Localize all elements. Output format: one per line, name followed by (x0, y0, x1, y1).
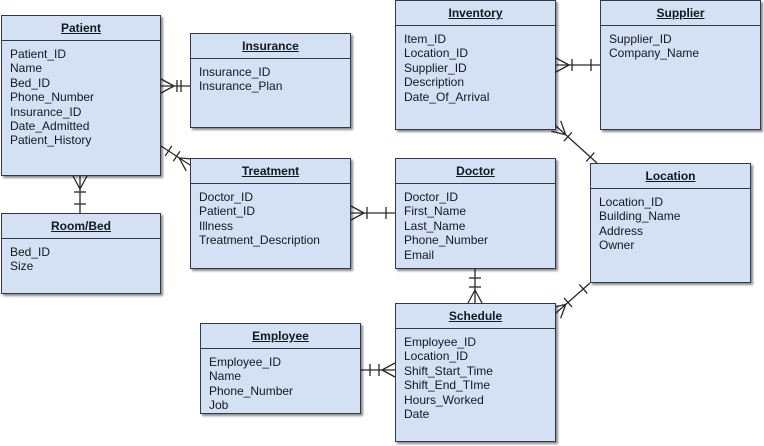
attribute-name: Name (209, 369, 242, 384)
attribute-owner: Owner (599, 238, 635, 253)
attribute-item-id: Item_ID (404, 32, 447, 46)
attribute-last-name: Last_Name (404, 218, 466, 233)
attribute-email: Email (404, 247, 435, 262)
crows-foot-marker (381, 362, 396, 371)
attribute-treatment-description: Treatment_Description (199, 233, 320, 248)
crows-foot-marker (563, 131, 573, 142)
entity-title: Location (591, 164, 750, 189)
attribute-description: Description (404, 75, 465, 90)
crows-foot-marker (350, 205, 365, 214)
attribute-bed-id: Bed_ID (10, 75, 51, 90)
attribute-doctor-id: Doctor_ID (199, 190, 254, 204)
crows-foot-marker (560, 120, 567, 135)
relationship-line-patient-treatment (160, 145, 191, 166)
attribute-date-admitted: Date_Admitted (10, 119, 90, 134)
attribute-date-of-arrival: Date_Of_Arrival (404, 89, 490, 104)
attribute-hours-worked: Hours_Worked (404, 392, 484, 407)
attribute-phone-number: Phone_Number (10, 90, 95, 105)
attribute-address: Address (599, 223, 644, 238)
crows-foot-marker (160, 85, 175, 94)
attribute-building-name: Building_Name (599, 209, 681, 224)
attribute-patient-history: Patient_History (10, 133, 92, 148)
attribute-employee-id: Employee_ID (404, 335, 477, 349)
crows-foot-marker (350, 212, 365, 221)
entity-title: Treatment (191, 159, 350, 184)
entity-title: Patient (2, 16, 160, 41)
entity-title: Doctor (396, 159, 555, 184)
attribute-phone-number: Phone_Number (209, 383, 294, 398)
crows-foot-marker (79, 175, 88, 190)
crows-foot-marker (551, 130, 566, 136)
one-marker (585, 152, 595, 162)
crows-foot-marker (467, 289, 476, 304)
crows-foot-marker (381, 369, 396, 378)
crows-foot-marker (560, 304, 567, 319)
attribute-first-name: First_Name (404, 204, 467, 219)
attribute-supplier-id: Supplier_ID (404, 60, 467, 75)
attribute-illness: Illness (199, 218, 234, 233)
attribute-phone-number: Phone_Number (404, 233, 489, 248)
attribute-insurance-id: Insurance_ID (199, 65, 271, 79)
entity-title: Inventory (396, 1, 555, 26)
relationship-line-schedule-location (555, 282, 591, 314)
crows-foot-marker (160, 78, 175, 87)
attribute-job: Job (209, 398, 229, 413)
attribute-location-id: Location_ID (404, 349, 469, 364)
crows-foot-marker (555, 64, 570, 73)
attribute-company-name: Company_Name (609, 46, 700, 61)
attribute-size: Size (10, 259, 34, 274)
attribute-location-id: Location_ID (404, 46, 469, 61)
one-marker (164, 145, 173, 157)
attribute-name: Name (10, 61, 43, 76)
relationship-line-inventory-location (555, 125, 598, 164)
entity-title: Supplier (601, 1, 760, 26)
attribute-insurance-id: Insurance_ID (10, 104, 82, 119)
crows-foot-marker (172, 150, 181, 162)
one-marker (578, 284, 588, 294)
attribute-shift-start-time: Shift_Start_Time (404, 363, 493, 378)
attribute-insurance-plan: Insurance_Plan (199, 79, 283, 94)
attribute-doctor-id: Doctor_ID (404, 190, 459, 204)
entity-title: Insurance (191, 34, 350, 59)
crows-foot-marker (563, 297, 573, 308)
entity-title: Employee (201, 324, 360, 349)
attribute-location-id: Location_ID (599, 195, 664, 209)
attribute-employee-id: Employee_ID (209, 355, 282, 369)
attribute-shift-end-time: Shift_End_TIme (404, 378, 491, 393)
crows-foot-marker (72, 175, 81, 190)
crows-foot-marker (178, 157, 187, 172)
attribute-supplier-id: Supplier_ID (609, 32, 672, 46)
attribute-bed-id: Bed_ID (10, 245, 51, 259)
attribute-date: Date (404, 407, 430, 422)
entity-title: Room/Bed (2, 214, 160, 239)
attribute-patient-id: Patient_ID (199, 204, 256, 219)
crows-foot-marker (474, 289, 483, 304)
entity-title: Schedule (396, 304, 555, 329)
attribute-patient-id: Patient_ID (10, 47, 67, 61)
crows-foot-marker (555, 57, 570, 66)
